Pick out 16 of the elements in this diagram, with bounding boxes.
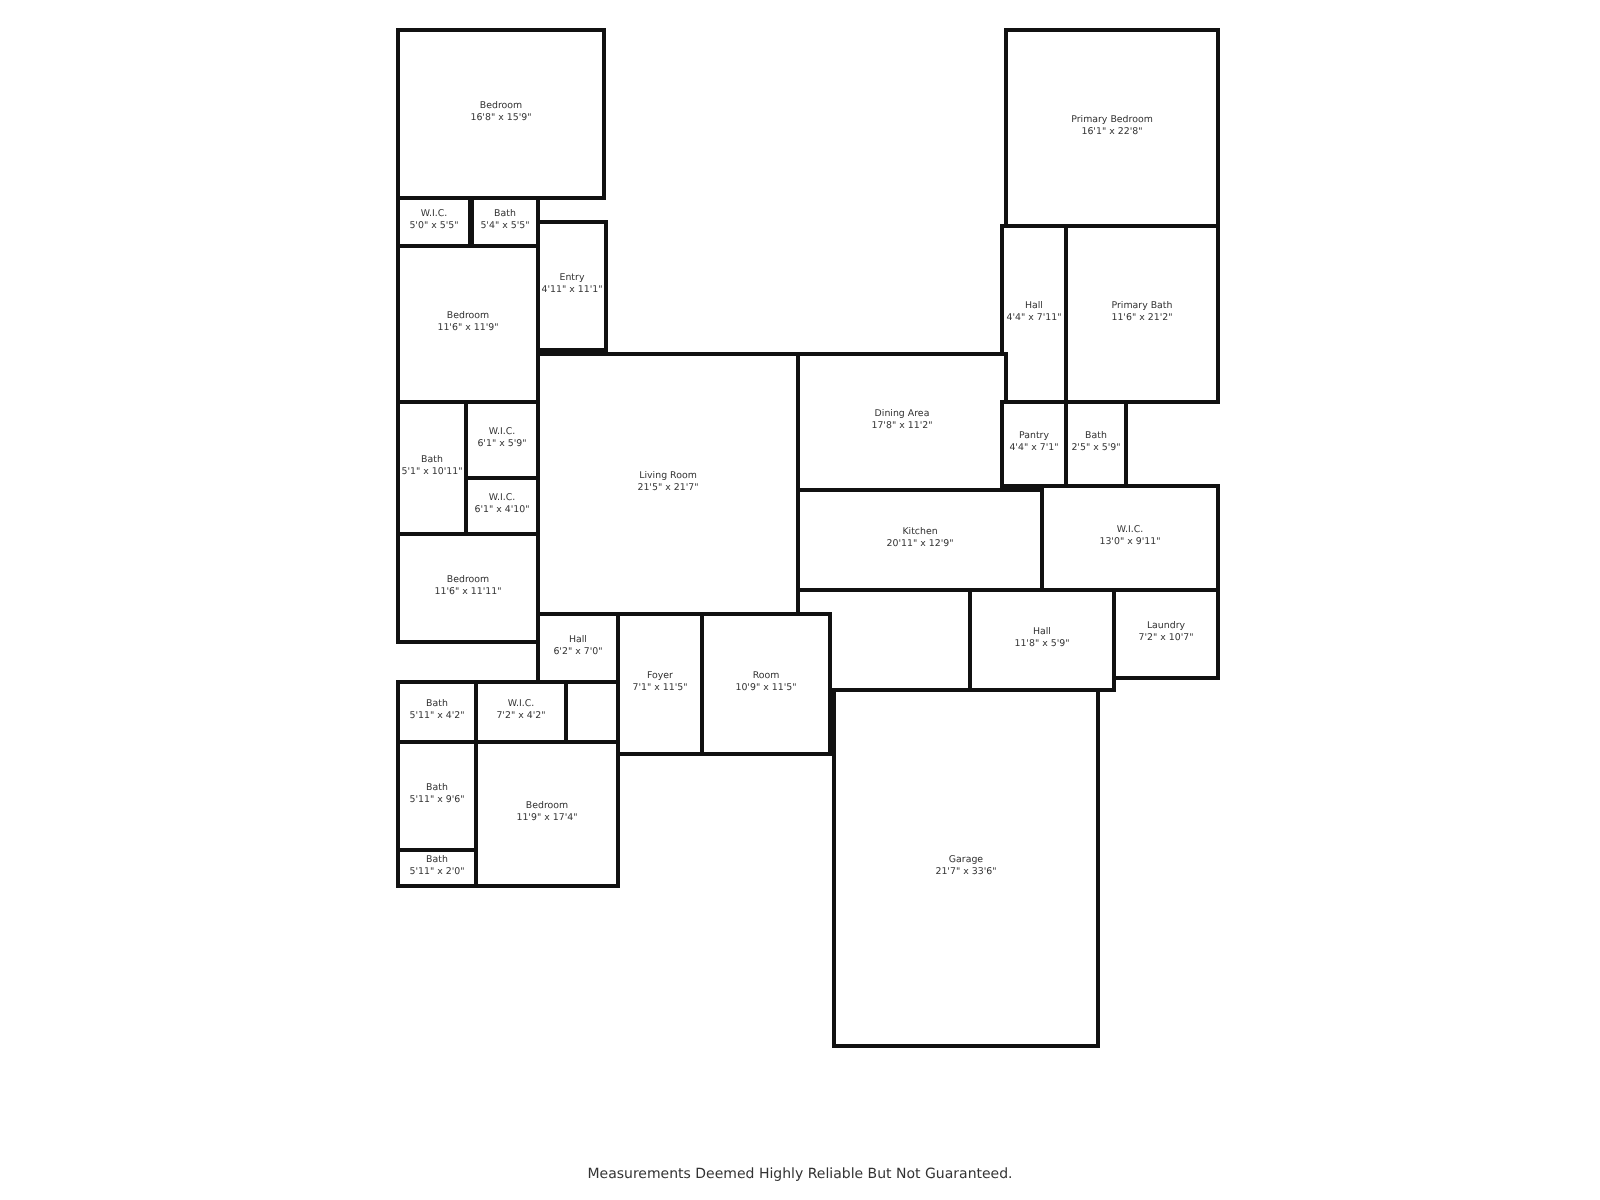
room-outline <box>396 400 468 536</box>
room-outline <box>832 688 1100 1048</box>
room-outline <box>700 612 832 756</box>
room-outline <box>396 848 478 888</box>
room-outline <box>474 740 620 888</box>
room-outline <box>536 220 608 352</box>
room-outline <box>396 28 606 200</box>
room-outline <box>796 488 1044 592</box>
room-outline <box>536 352 800 616</box>
room-outline <box>396 532 540 644</box>
room-outline <box>396 196 472 248</box>
room-outline <box>1112 588 1220 680</box>
room-outline <box>470 196 540 248</box>
room-outline <box>968 588 1116 692</box>
room-outline <box>474 680 568 744</box>
room-outline <box>1004 28 1220 228</box>
